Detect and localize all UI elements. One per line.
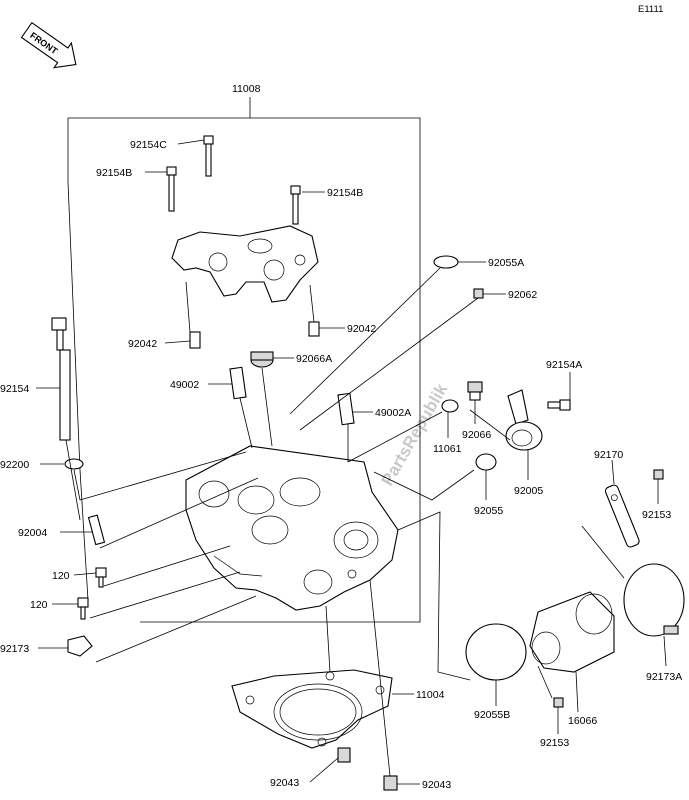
label-16066: 16066 <box>568 715 597 727</box>
diagram-code: E1111 <box>638 4 663 15</box>
washer-92200 <box>64 458 84 470</box>
clip-92173 <box>67 635 93 657</box>
label-92043-left: 92043 <box>270 777 299 789</box>
label-11004: 11004 <box>416 689 445 701</box>
label-92062: 92062 <box>508 289 537 301</box>
label-49002a: 49002A <box>375 407 411 419</box>
label-92066: 92066 <box>462 429 491 441</box>
label-120-top: 120 <box>52 570 70 582</box>
label-92154b-left: 92154B <box>96 167 132 179</box>
label-92004: 92004 <box>18 527 47 539</box>
gasket-11004 <box>231 669 393 749</box>
oring-92055b <box>465 623 527 681</box>
label-92066a: 92066A <box>296 353 332 365</box>
bolt-120-top <box>95 567 107 588</box>
label-92154c: 92154C <box>130 139 167 151</box>
plug-92062 <box>473 288 484 299</box>
leader-lines <box>36 139 667 785</box>
oring-92055 <box>475 453 497 471</box>
washer-11061 <box>441 399 459 413</box>
label-92200: 92200 <box>0 459 29 471</box>
stud-92154 <box>51 317 71 441</box>
label-92173: 92173 <box>0 643 29 655</box>
camshaft-holder <box>171 225 319 303</box>
cap-92066a <box>250 351 274 368</box>
label-92154b-right: 92154B <box>327 187 363 199</box>
label-92055a: 92055A <box>488 257 524 269</box>
label-92042-left: 92042 <box>128 338 157 350</box>
label-120-bottom: 120 <box>30 599 48 611</box>
label-92154: 92154 <box>0 383 29 395</box>
front-arrow-icon: FRONT <box>20 21 77 69</box>
label-92153-right: 92153 <box>642 509 671 521</box>
label-92170: 92170 <box>594 449 623 461</box>
label-49002: 49002 <box>170 379 199 391</box>
pin-92043-right <box>383 775 398 791</box>
clamp-92173a <box>623 563 685 637</box>
label-92173a: 92173A <box>646 671 682 683</box>
label-92153-bottom: 92153 <box>540 737 569 749</box>
bolt-92154b-left <box>166 166 177 212</box>
label-92005: 92005 <box>514 485 543 497</box>
guide-49002 <box>229 366 247 400</box>
stud-92004 <box>87 514 106 546</box>
oring-92055a <box>433 255 459 269</box>
label-92042-right: 92042 <box>347 323 376 335</box>
screw-92153-bottom <box>553 697 564 708</box>
plug-92066 <box>467 381 483 401</box>
watermark: PartsRepublik <box>378 380 452 489</box>
bolt-120-bottom <box>77 597 89 620</box>
label-92043-right: 92043 <box>422 779 451 791</box>
fitting-92005 <box>505 389 543 451</box>
holder-16066 <box>529 591 615 673</box>
label-92055b: 92055B <box>474 709 510 721</box>
bolt-92154c <box>203 135 214 177</box>
part-labels: 11008 92154C 92154B 92154B 92055A 92062 … <box>0 83 682 791</box>
cylinder-head <box>185 445 399 611</box>
guide-49002a <box>337 392 355 426</box>
label-11008: 11008 <box>232 83 261 95</box>
bolt-92154b-right <box>290 185 301 225</box>
dowel-92042-right <box>308 321 320 337</box>
label-11061: 11061 <box>433 443 462 455</box>
pin-92043-left <box>337 747 351 763</box>
dowel-92042-left <box>189 331 201 349</box>
clamp-92170 <box>604 484 640 548</box>
screw-92153-right <box>653 469 664 480</box>
label-92055: 92055 <box>474 505 503 517</box>
label-92154a: 92154A <box>546 359 582 371</box>
frame-11008 <box>67 97 421 623</box>
bolt-92154a <box>547 399 571 411</box>
